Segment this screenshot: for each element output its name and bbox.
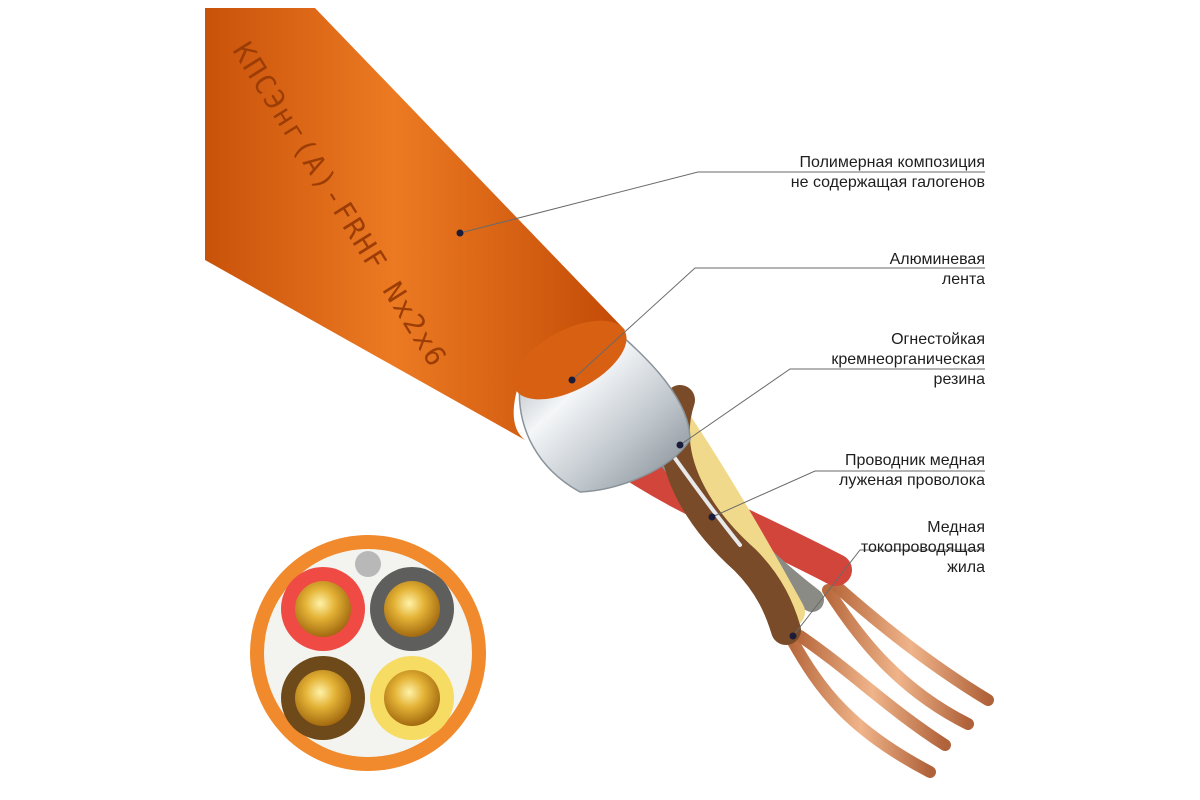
leader-dot	[676, 441, 684, 449]
sheath-end	[513, 320, 627, 400]
leader-dot	[456, 229, 464, 237]
outer-sheath	[205, 8, 625, 440]
copper-strand	[822, 584, 974, 730]
leader-dot	[708, 513, 716, 521]
cross-section-conductor	[295, 581, 351, 637]
leader-lines	[456, 171, 985, 640]
copper-strand	[828, 578, 994, 706]
leader-line-drain	[711, 470, 985, 518]
copper-strand	[786, 634, 936, 778]
cross-section	[250, 535, 486, 771]
label-drain-wire: Проводник медная луженая проволока	[839, 452, 985, 489]
leader-line-foil	[571, 267, 985, 381]
leader-dot	[568, 376, 576, 384]
label-foil: Алюминевая лента	[889, 251, 985, 288]
leader-line-sheath	[459, 171, 985, 234]
label-copper-conductor: Медная токопроводящая жила	[860, 519, 985, 576]
label-sheath: Полимерная композиция не содержащая гало…	[790, 154, 985, 191]
copper-strands	[786, 578, 994, 778]
cross-section-conductor	[384, 670, 440, 726]
leader-line-copper	[792, 549, 985, 637]
cross-section-conductor	[384, 581, 440, 637]
cross-section-conductor	[295, 670, 351, 726]
leader-dot	[789, 632, 797, 640]
copper-strand	[794, 630, 951, 751]
leader-line-rubber	[679, 368, 985, 446]
cross-section-drain	[355, 551, 381, 577]
label-rubber: Огнестойкая кремнеорганическая резина	[831, 331, 985, 388]
